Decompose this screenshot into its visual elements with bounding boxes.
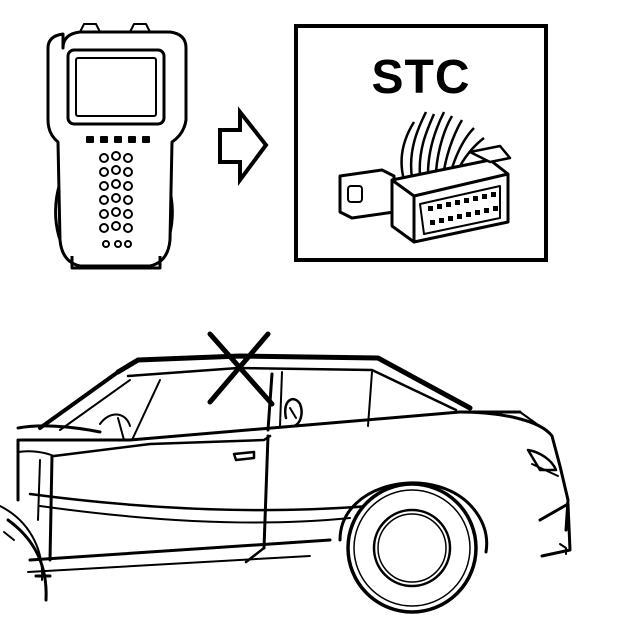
dlc-connector-icon: [338, 111, 512, 244]
scan-tool-icon: [46, 23, 188, 270]
stc-label: STC: [371, 51, 471, 104]
convertible-car-icon: [0, 353, 572, 614]
x-mark-icon: [207, 331, 275, 407]
arrow-right-icon: [218, 106, 269, 187]
